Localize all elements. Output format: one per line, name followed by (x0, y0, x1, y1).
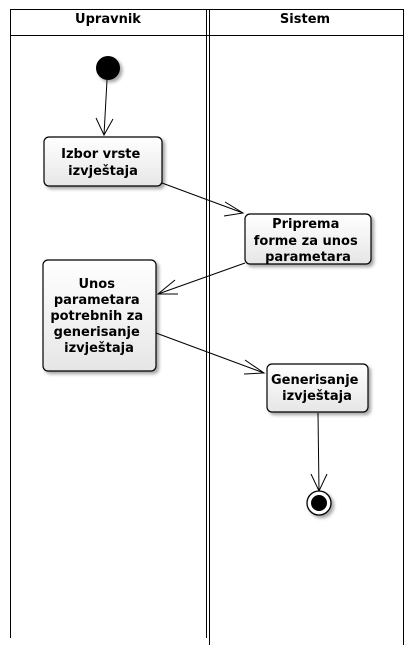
activity-text-line: Izbor vrste (61, 147, 140, 162)
activity-text-line: izvještaja (282, 389, 352, 404)
activity-text-line: Unos (78, 277, 115, 292)
lane-title-upravnik: Upravnik (75, 12, 141, 27)
svg-text:Unos parametara po: Unos parametara potrebnih za generisanje… (50, 277, 147, 356)
activity-text-line: izvještaja (64, 341, 134, 356)
swimlane-frame (10, 9, 404, 645)
activity-text-line: Generisanje (271, 373, 359, 388)
activity-priprema-forme: Priprema forme za unos parametara (244, 213, 372, 265)
activity-text-line: potrebnih za (50, 309, 143, 324)
svg-text:Generisanje izvještaja: Generisanje izvještaja (271, 373, 363, 404)
activity-text-line: forme za unos (254, 234, 358, 249)
flow-unos-to-generisanje (155, 332, 266, 375)
svg-text:Priprema forme za unos: Priprema forme za unos parametara (254, 217, 362, 265)
flow-izbor-to-priprema (161, 182, 245, 217)
activity-generisanje-izvjestaja: Generisanje izvještaja (266, 363, 369, 413)
start-node (96, 56, 120, 80)
activity-text-line: generisanje (54, 325, 140, 340)
activity-izbor-vrste-izvjestaja: Izbor vrste izvještaja (43, 136, 163, 187)
activity-unos-parametara: Unos parametara potrebnih za generisanje… (42, 259, 157, 372)
end-node (306, 490, 332, 516)
activity-text-line: izvještaja (68, 164, 138, 179)
lane-title-sistem: Sistem (280, 12, 330, 27)
flow-start-to-izbor (95, 79, 114, 137)
activity-text-line: Priprema (272, 217, 339, 232)
svg-text:Izbor vrste izvještaja: Izbor vrste izvještaja (61, 147, 145, 179)
flow-priprema-to-unos (156, 262, 246, 295)
flow-generisanje-to-end (310, 412, 328, 493)
activity-text-line: parametara (54, 293, 140, 308)
activity-text-line: parametara (265, 250, 351, 265)
